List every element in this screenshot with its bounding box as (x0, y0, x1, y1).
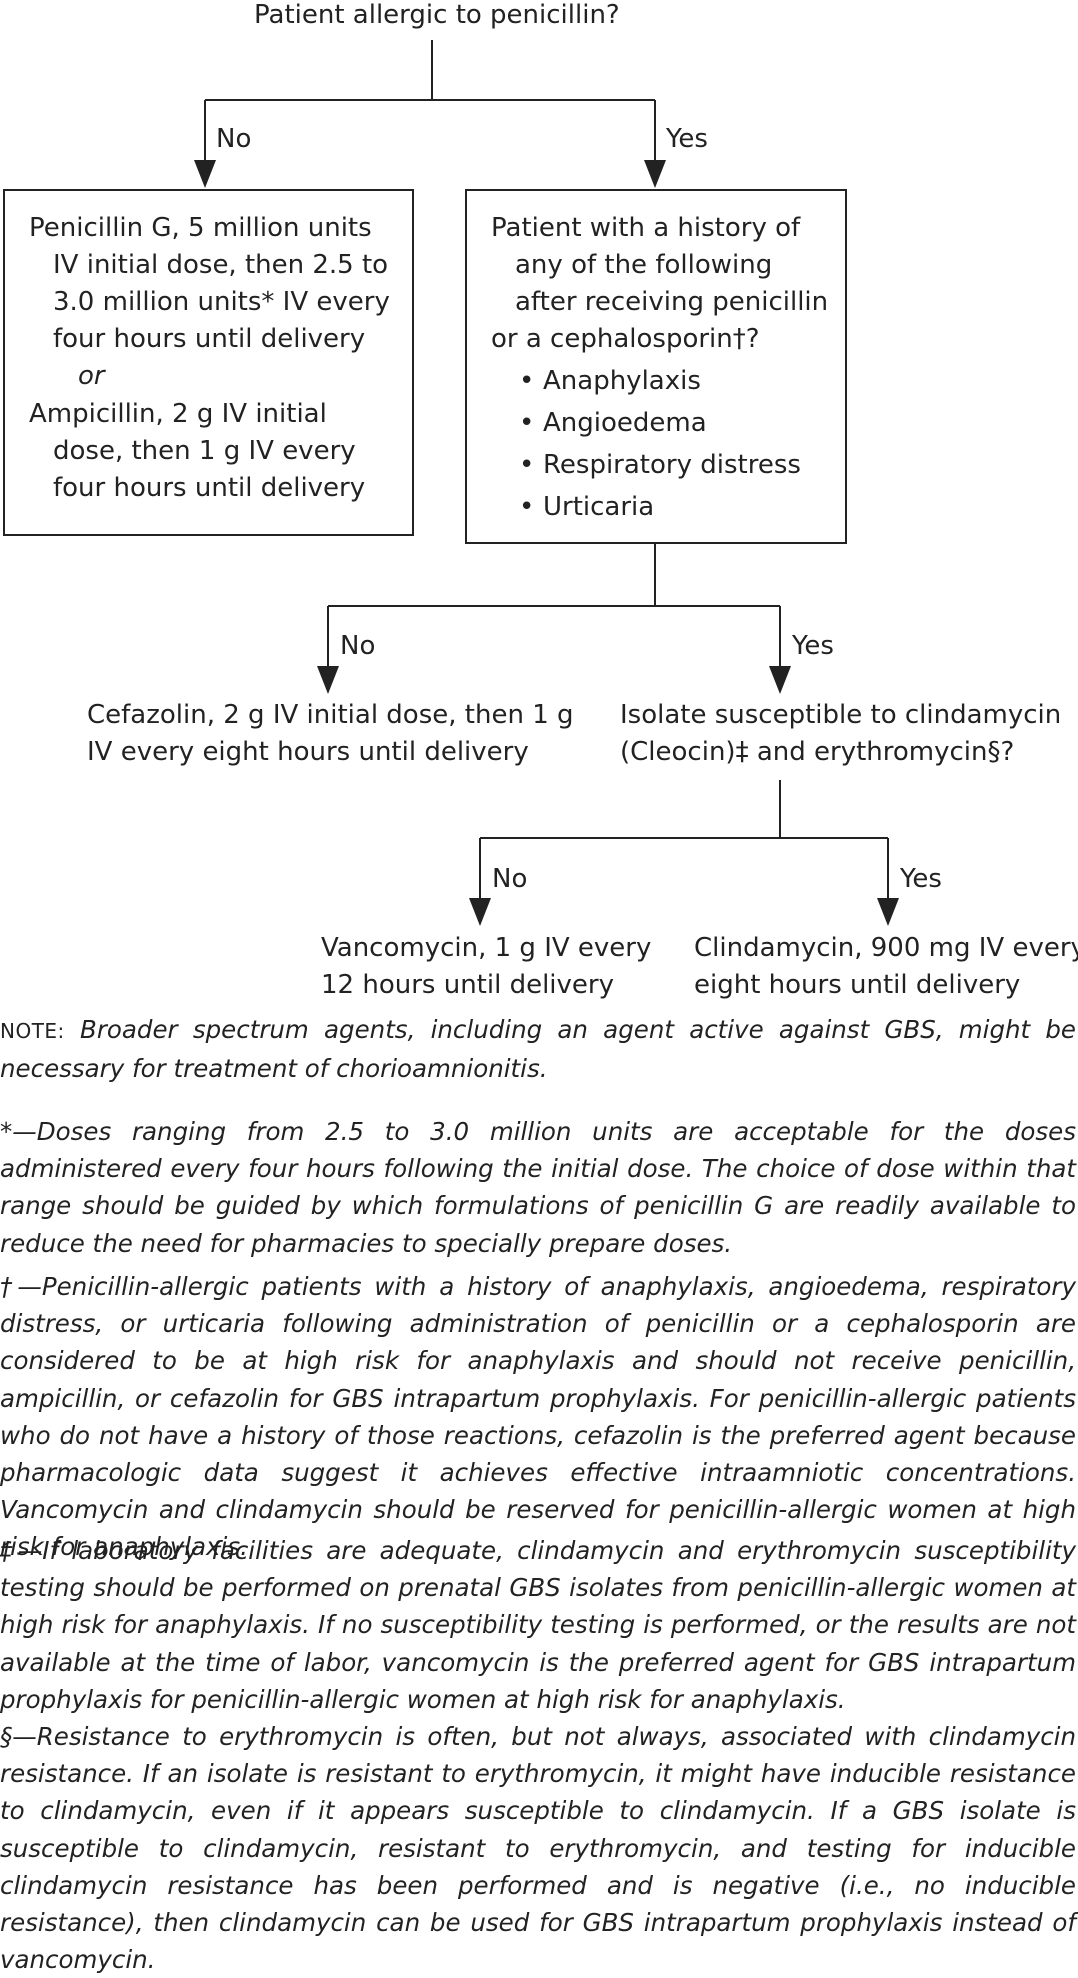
penicillin-regimen-box: Penicillin G, 5 million units IV initial… (3, 189, 414, 536)
allergy-history-box: Patient with a history of any of the fol… (465, 189, 847, 544)
regimen-line: dose, then 1 g IV every (53, 436, 356, 466)
regimen-line: four hours until delivery (53, 324, 366, 354)
reaction-bullet-respiratory: Respiratory distress (519, 447, 801, 484)
note-text: Broader spectrum agents, including an ag… (0, 1015, 1076, 1084)
regimen-line: Penicillin G, 5 million units (29, 213, 372, 243)
cefazolin-line: Cefazolin, 2 g IV initial dose, then 1 g (87, 700, 574, 730)
branch2-no-label: No (340, 631, 376, 661)
regimen-line: Ampicillin, 2 g IV initial (29, 399, 327, 429)
branch3-no-label: No (492, 864, 528, 894)
arrowhead-icon (877, 898, 899, 926)
regimen-line: four hours until delivery (53, 473, 366, 503)
regimen-line: IV initial dose, then 2.5 to (53, 250, 389, 280)
root-question: Patient allergic to penicillin? (254, 0, 620, 30)
branch-no-label: No (216, 124, 252, 154)
arrowhead-icon (469, 898, 491, 926)
reaction-bullet-angioedema: Angioedema (519, 405, 707, 442)
regimen-line: 3.0 million units* IV every (53, 287, 390, 317)
vancomycin-line: 12 hours until delivery (321, 970, 614, 1000)
history-line: Patient with a history of (491, 213, 801, 243)
regimen-or-label: or (78, 361, 105, 391)
arrowhead-icon (769, 666, 791, 694)
reaction-bullet-anaphylaxis: Anaphylaxis (519, 363, 701, 400)
arrowhead-icon (644, 160, 666, 188)
cefazolin-line: IV every eight hours until delivery (87, 737, 529, 767)
history-line: any of the following (515, 250, 773, 280)
footnote-double-dagger: ‡—If laboratory facilities are adequate,… (0, 1536, 1076, 1714)
footnote-dagger: †—Penicillin-allergic patients with a hi… (0, 1272, 1076, 1562)
clindamycin-line: Clindamycin, 900 mg IV every (694, 933, 1078, 963)
vancomycin-line: Vancomycin, 1 g IV every (321, 933, 652, 963)
clindamycin-line: eight hours until delivery (694, 970, 1021, 1000)
isolate-question-line: Isolate susceptible to clindamycin (620, 700, 1062, 730)
isolate-question-line: (Cleocin)‡ and erythromycin§? (620, 737, 1015, 767)
footnote-asterisk: *—Doses ranging from 2.5 to 3.0 million … (0, 1117, 1076, 1258)
flowchart-connectors (194, 40, 899, 926)
branch-yes-label: Yes (666, 124, 708, 154)
footnote-section: §—Resistance to erythromycin is often, b… (0, 1722, 1076, 1975)
arrowhead-icon (317, 666, 339, 694)
history-line: or a cephalosporin†? (491, 324, 760, 354)
branch2-yes-label: Yes (792, 631, 834, 661)
branch3-yes-label: Yes (900, 864, 942, 894)
note-paragraph: NOTE: Broader spectrum agents, including… (0, 1011, 1076, 1087)
reaction-bullet-urticaria: Urticaria (519, 489, 654, 526)
arrowhead-icon (194, 160, 216, 188)
note-label: NOTE: (0, 1019, 65, 1043)
history-line: after receiving penicillin (515, 287, 829, 317)
